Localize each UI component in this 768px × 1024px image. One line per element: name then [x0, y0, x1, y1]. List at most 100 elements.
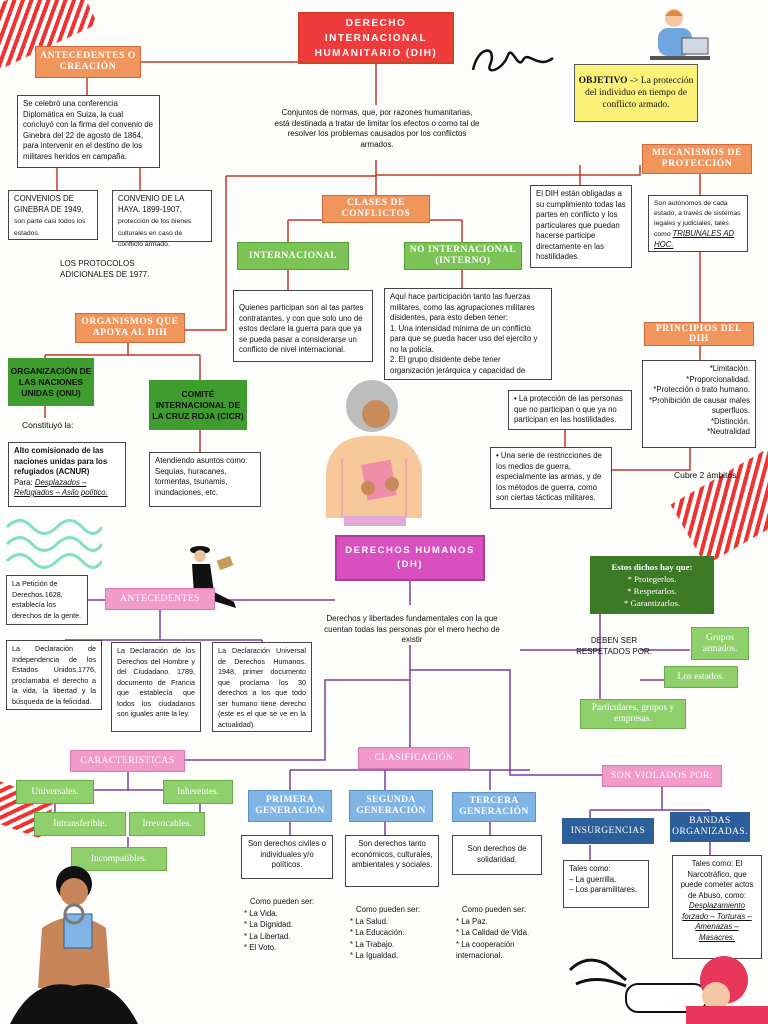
objetivo-label: OBJETIVO [578, 76, 628, 86]
independencia-box: La Declaración de Independencia de los E… [6, 640, 102, 710]
acnur-title: Alto comisionado de las naciones unidas … [14, 446, 108, 476]
principios-header: PRINCIPIOS DEL DIH [644, 322, 754, 346]
estos-item: * Protegerlos. [627, 574, 677, 584]
bandas-items: Desplazamiento forzado – Torturas – Amen… [682, 901, 752, 942]
dih-title-line3: HUMANITARIO (DIH) [314, 47, 438, 59]
irrevocables-box: Irrevocables. [129, 812, 205, 836]
constituyo-label: Constituyó la: [22, 420, 74, 430]
acnur-para: Para: [14, 477, 35, 487]
los-estados-box: Los estados. [664, 666, 738, 688]
derecho-item: * La Calidad de Vida. [456, 928, 530, 937]
primera-generacion-list: Como pueden ser: * La Vida. * La Dignida… [244, 896, 334, 954]
incompatibles-box: Incompatibles. [71, 847, 167, 871]
cicr-text: Atendiendo asuntos como: Sequías, huraca… [149, 452, 261, 507]
dih-title-line2: INTERNACIONAL [324, 32, 428, 44]
segunda-generacion-list: Como pueden ser: * La Salud. * La Educac… [350, 904, 440, 962]
primera-generacion-text: Son derechos civiles o individuales y/o … [241, 835, 333, 879]
antecedentes-dih-header: ANTECEDENTES O CREACIÓN [35, 46, 141, 78]
convenio-haya-text: protección de los bienes culturales en c… [118, 218, 192, 248]
bandas-organizadas-box: BANDAS ORGANIZADAS. [670, 812, 750, 842]
antecedentes-dih-text: Se celebró una conferencia Diplomática e… [17, 95, 160, 168]
wavy-decoration [5, 519, 102, 569]
declaracion-universal-box: La Declaración Universal de Derechos Hum… [212, 642, 312, 732]
acnur-box: Alto comisionado de las naciones unidas … [8, 442, 126, 507]
mecanismos-left-text: El DIH están obligadas a su cumplimiento… [530, 185, 632, 268]
no-internacional-box: NO INTERNACIONAL (INTERNO) [404, 242, 522, 270]
woman-reading-illustration [326, 380, 422, 526]
objetivo-box: OBJETIVO -> La protección del individuo … [574, 64, 698, 122]
convenios-ginebra-box: CONVENIOS DE GINEBRA DE 1949, son parte … [8, 190, 98, 240]
segunda-generacion-text: Son derechos tanto económicos, culturale… [345, 835, 439, 887]
internacional-box: INTERNACIONAL [237, 242, 349, 270]
son-violados-header: SON VIOLADOS POR: [602, 765, 722, 787]
scribble-decoration [471, 49, 554, 72]
principio-item: *Distinción. [711, 416, 750, 426]
caracteristicas-header: CARACTERISTICAS [70, 750, 185, 772]
cicr-box: COMITÉ INTERNACIONAL DE LA CRUZ ROJA (CI… [149, 380, 247, 430]
dih-definition: Conjuntos de normas, que, por razones hu… [274, 108, 480, 149]
derecho-item: * La Trabajo. [350, 939, 395, 949]
dh-definition: Derechos y libertades fundamentales con … [324, 614, 500, 644]
principio-item: *Proporcionalidad. [686, 374, 750, 384]
derecho-item: * La Igualdad. [350, 951, 399, 960]
insurgencias-text: Tales como: – La guerrilla. – Los parami… [563, 860, 649, 908]
como-pueden-ser: Como pueden ser: [250, 897, 315, 906]
estos-dichos-box: Estos dichos hay que: * Protegerlos. * R… [590, 556, 714, 614]
tercera-generacion-list: Como pueden ser: * La Paz. * La Calidad … [456, 904, 538, 962]
person-reading-bottom-illustration [10, 866, 138, 1024]
person-laptop-illustration [650, 9, 710, 60]
derecho-item: * La Educación. [350, 928, 405, 937]
convenios-ginebra-text: son parte casi todos los estados. [14, 218, 86, 237]
dih-title: DERECHO INTERNACIONAL HUMANITARIO (DIH) [298, 12, 454, 64]
mecanismos-header: MECANISMOS DE PROTECCIÓN [642, 144, 752, 174]
derecho-item: * La Dignidad. [244, 920, 293, 929]
ambito-a: • La protección de las personas que no p… [508, 390, 632, 430]
principio-item: *Protección o trato humano. [653, 385, 750, 394]
dh-title: DERECHOS HUMANOS (DH) [335, 535, 485, 581]
organismos-header: ORGANISMOS QUE APOYA AL DIH [75, 313, 185, 343]
principios-list: *Limitación. *Proporcionalidad. *Protecc… [642, 360, 756, 448]
grupos-armados-box: Grupos armados. [691, 627, 749, 660]
dh-title-line2: (DH) [396, 559, 424, 570]
mecanismos-right-text: Son autónomos de cada estado, a través d… [648, 195, 748, 252]
inherentes-box: Inherentes. [163, 780, 233, 804]
internacional-text: Quienes participan son al tas partes con… [233, 290, 373, 362]
insurgencia-item: – Los paramilitares. [569, 885, 638, 894]
primera-generacion-box: PRIMERA GENERACIÓN [248, 790, 332, 822]
segunda-generacion-box: SEGUNDA GENERACIÓN [349, 790, 433, 822]
estos-dichos-label: Estos dichos hay que: [611, 562, 693, 572]
antecedentes-dh-header: ANTECEDENTES [105, 588, 215, 610]
estos-item: * Garantizarlos. [623, 598, 681, 608]
protocolos-adicionales: LOS PROTOCOLOS ADICIONALES DE 1977. [60, 259, 150, 279]
cubre-ambitos-label: Cubre 2 ámbitos: [674, 470, 739, 480]
principio-item: *Neutralidad [707, 427, 750, 436]
clases-conflictos-header: CLASES DE CONFLICTOS [322, 195, 430, 223]
derecho-item: * La Vida. [244, 908, 278, 918]
principio-item: *Limitación. [709, 364, 750, 373]
insurgencia-item: – La guerrilla. [569, 874, 617, 884]
clasificacion-header: CLASIFICACIÓN [358, 747, 470, 769]
tribunales-ad-hoc: TRIBUNALES AD HOC. [654, 229, 735, 249]
como-pueden-ser: Como pueden ser: [462, 905, 527, 914]
ambito-b: • Una serie de restricciones de los medi… [490, 447, 612, 509]
particulares-box: Particulares, grupos y empresas. [580, 699, 686, 729]
derecho-item: * La Paz. [456, 916, 488, 926]
no-internacional-text: Aquí hace participación tanto las fuerza… [384, 288, 552, 380]
convenios-ginebra-title: CONVENIOS DE GINEBRA DE 1949, [14, 194, 84, 214]
como-pueden-ser: Como pueden ser: [356, 905, 421, 914]
person-lying-illustration [568, 956, 768, 1024]
peticion-derechos: La Petición de Derechos.1628, establecía… [6, 575, 88, 625]
deben-ser-respetados: DEBEN SER RESPETADOS POR: [576, 636, 652, 656]
convenio-haya-box: CONVENIO DE LA HAYA. 1899-1907, protecci… [112, 190, 212, 248]
derecho-item: * El Voto. [244, 943, 277, 952]
derecho-item: * La cooperación internacional. [456, 939, 515, 961]
bandas-text: Tales como: El Narcotráfico, que puede c… [672, 855, 762, 959]
derecho-item: * La Salud. [350, 916, 389, 926]
intransferible-box: Intransferible. [34, 812, 126, 836]
dih-title-line1: DERECHO [345, 17, 407, 29]
principio-item: *Prohibición de causar males superfluos. [649, 395, 750, 416]
onu-box: ORGANIZACIÓN DE LAS NACIONES UNIDAS (ONU… [8, 358, 94, 406]
dh-title-line1: DERECHOS HUMANOS [345, 545, 475, 556]
derecho-item: * La Libertad. [244, 931, 291, 941]
